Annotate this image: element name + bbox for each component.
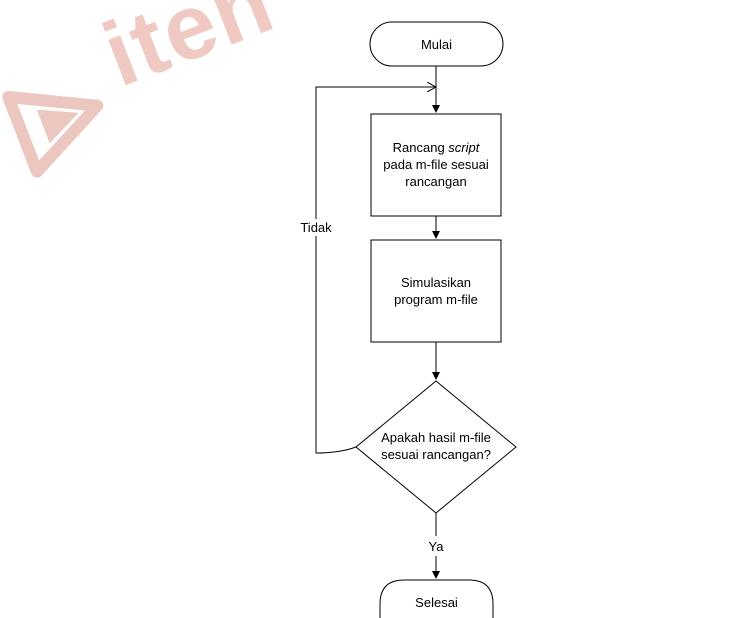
end-terminator [379,579,494,618]
ya-label: Ya [428,539,444,554]
decision-label: Apakah hasil m-file sesuai rancangan? [360,429,512,463]
start-label: Mulai [420,37,453,52]
process-box-simulasikan [370,239,502,343]
step1-label-line3: rancangan [405,174,467,189]
connector-loop-tidak [315,87,436,454]
step1-label-italic: script [448,140,480,155]
watermark: iten [0,0,360,230]
process-box-rancang-script [370,113,502,217]
step2-label-line2: program m-file [394,292,478,307]
decision-label-line1: Apakah hasil m-file [381,430,491,445]
step1-label-line2: pada m-file sesuai [383,157,489,172]
step1-label-prefix: Rancang [392,140,449,155]
step1-label: Rancang script pada m-file sesuai rancan… [371,139,501,190]
step2-label-line1: Simulasikan [400,275,472,290]
step2-label: Simulasikan program m-file [371,274,501,308]
end-label: Selesai [415,595,458,610]
tidak-label: Tidak [296,219,336,236]
decision-label-line2: sesuai rancangan? [381,447,491,462]
play-triangle-icon [2,90,104,178]
